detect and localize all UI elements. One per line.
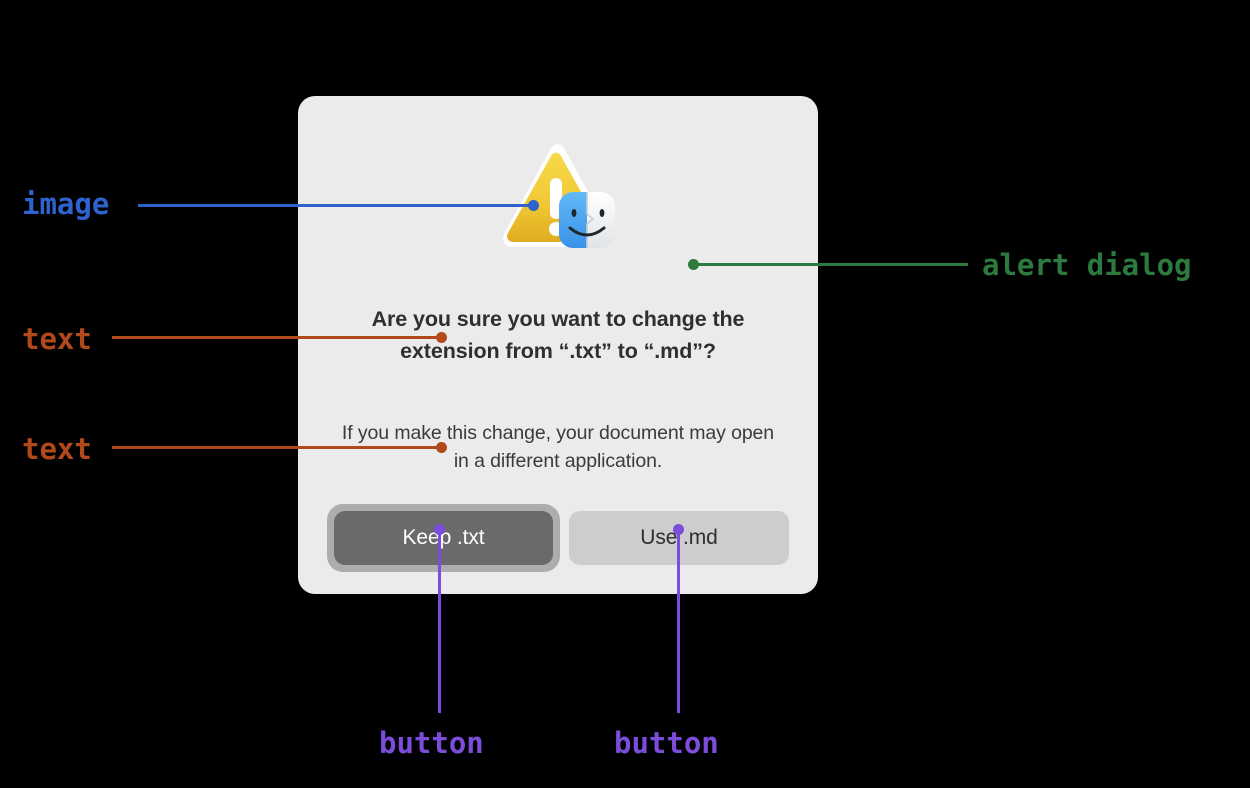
annotation-dot-alert-dialog [688, 259, 699, 270]
annotation-leader-button-keep [438, 529, 441, 713]
annotation-dot-text-body [436, 442, 447, 453]
annotation-leader-image [138, 204, 536, 207]
annotation-label-text-heading: text [22, 322, 92, 356]
keep-txt-button[interactable]: Keep .txt [327, 504, 560, 572]
annotation-leader-button-use [677, 529, 680, 713]
annotation-leader-alert-dialog [694, 263, 968, 266]
annotation-dot-text-heading [436, 332, 447, 343]
annotation-label-text-body: text [22, 432, 92, 466]
alert-dialog: Are you sure you want to change the exte… [298, 96, 818, 594]
dialog-heading: Are you sure you want to change the exte… [371, 307, 745, 363]
warning-triangle-with-finder-badge-icon [497, 140, 619, 258]
dialog-body-text: If you make this change, your document m… [341, 422, 775, 472]
alert-icon-wrapper [298, 140, 818, 258]
annotation-label-button-keep: button [379, 726, 484, 760]
annotation-label-image: image [22, 187, 110, 221]
annotation-label-button-use: button [614, 726, 719, 760]
annotation-leader-text-heading [112, 336, 444, 339]
dialog-button-row: Keep .txt Use .md [298, 504, 818, 572]
annotation-label-alert-dialog: alert dialog [982, 248, 1192, 282]
keep-txt-button-label: Keep .txt [334, 511, 553, 565]
annotation-leader-text-body [112, 446, 444, 449]
annotation-dot-image [528, 200, 539, 211]
